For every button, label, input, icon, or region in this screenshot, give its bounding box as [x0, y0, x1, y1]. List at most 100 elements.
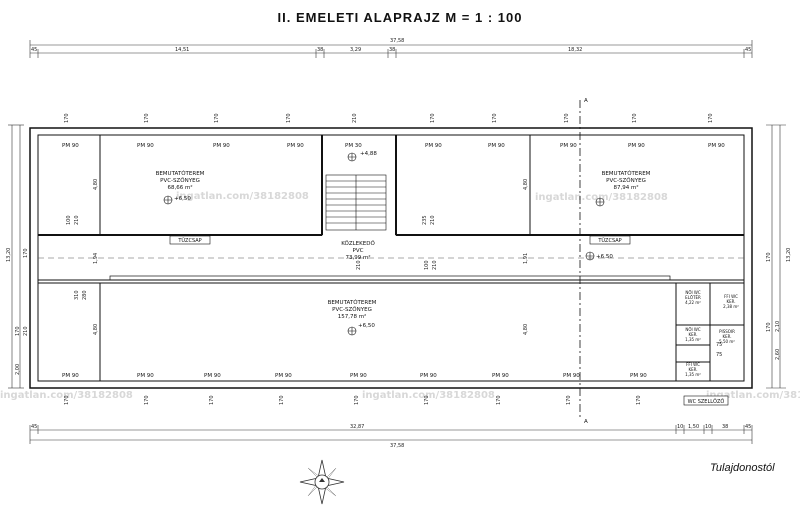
dim-room3-depth: 4,80	[93, 324, 99, 335]
fire-hydrant-left: TŰZCSAP	[169, 235, 211, 245]
svg-text:170: 170	[286, 113, 292, 123]
svg-text:PM 90: PM 90	[420, 373, 437, 379]
svg-text:KER.: KER.	[722, 334, 731, 339]
svg-text:FFI WC: FFI WC	[686, 362, 700, 367]
dim-bottom-f: 38	[722, 424, 728, 430]
svg-text:ELŐTÉR: ELŐTÉR	[685, 295, 701, 300]
dim-top-a: 45	[31, 47, 37, 53]
watermark: ingatlan.com/38182808	[362, 390, 495, 401]
stair-level: +4,88	[360, 151, 377, 157]
svg-text:4,22 m²: 4,22 m²	[685, 300, 701, 305]
dim-top-b: 14,51	[175, 47, 189, 53]
svg-text:FFI WC: FFI WC	[724, 294, 738, 299]
svg-text:1,35 m²: 1,35 m²	[685, 372, 701, 377]
dim-top-c: 38	[317, 47, 323, 53]
svg-text:PVC: PVC	[353, 248, 364, 254]
window-heights-bottom: 170 170 170 170 170 170 170 170 170	[64, 395, 642, 405]
section-mark-bottom: A	[584, 419, 588, 425]
dim-bottom-d: 1,50	[688, 424, 699, 430]
svg-text:1,35 m²: 1,35 m²	[685, 337, 701, 342]
svg-text:170: 170	[708, 113, 714, 123]
dim-left-total: 13,20	[6, 248, 12, 262]
svg-text:PM 90: PM 90	[628, 143, 645, 149]
svg-text:PM 90: PM 90	[287, 143, 304, 149]
svg-text:PM 90: PM 90	[425, 143, 442, 149]
svg-text:73,99 m²: 73,99 m²	[345, 254, 370, 261]
svg-text:170: 170	[64, 113, 70, 123]
svg-text:BEMUTATÓTEREM: BEMUTATÓTEREM	[328, 299, 377, 306]
tuzcsap-right-label: TŰZCSAP	[597, 237, 621, 244]
corridor-beam	[109, 275, 671, 281]
section-mark-top: A	[584, 98, 588, 104]
window-heights-top: 170 170 170 170 210 170 170 170 170 170	[64, 113, 714, 123]
svg-text:100: 100	[424, 260, 430, 270]
svg-text:PM 90: PM 90	[204, 373, 221, 379]
svg-text:210: 210	[74, 215, 80, 225]
svg-text:75: 75	[716, 352, 722, 358]
svg-text:PM 90: PM 90	[488, 143, 505, 149]
bottom-dimensions	[29, 425, 753, 444]
svg-text:170: 170	[424, 395, 430, 405]
svg-text:170: 170	[632, 113, 638, 123]
svg-text:170: 170	[64, 395, 70, 405]
svg-text:PISSOIR: PISSOIR	[719, 329, 735, 334]
svg-text:PM 90: PM 90	[560, 143, 577, 149]
svg-text:5,50 m²: 5,50 m²	[719, 339, 735, 344]
svg-text:100: 100	[66, 215, 72, 225]
level-markers	[163, 152, 605, 336]
wc-vent-label: WC SZELLŐZŐ	[688, 398, 725, 405]
room-1-label: BEMUTATÓTEREM PVC-SZŐNYEG 68,66 m² +6,50	[156, 170, 205, 202]
dim-bottom-b: 32,87	[350, 424, 364, 430]
dim-right-c: 170	[766, 322, 772, 332]
svg-text:210: 210	[430, 215, 436, 225]
watermark: ingatlan.com/38182808	[0, 390, 133, 401]
svg-text:170: 170	[564, 113, 570, 123]
room-3-label: BEMUTATÓTEREM PVC-SZŐNYEG 157,78 m² +6,5…	[328, 299, 377, 329]
dim-corridor-right: 1,91	[523, 253, 529, 264]
dim-top-e: 38	[389, 47, 395, 53]
dim-right-total: 13,20	[786, 248, 792, 262]
svg-text:PM 90: PM 90	[350, 373, 367, 379]
svg-text:PM 90: PM 90	[708, 143, 725, 149]
dim-bottom-g: 45	[745, 424, 751, 430]
left-dimensions	[8, 124, 24, 389]
svg-text:210: 210	[432, 260, 438, 270]
dim-corridor-left: 1,94	[93, 253, 99, 264]
svg-text:PM 90: PM 90	[275, 373, 292, 379]
svg-text:PM 90: PM 90	[62, 143, 79, 149]
svg-text:KÖZLEKEDŐ: KÖZLEKEDŐ	[341, 240, 375, 247]
top-dimensions	[29, 40, 753, 58]
watermark: ingatlan.com/38182808	[706, 390, 800, 401]
page-title: II. EMELETI ALAPRAJZ M = 1 : 100	[277, 10, 523, 25]
svg-text:BEMUTATÓTEREM: BEMUTATÓTEREM	[602, 170, 651, 177]
dim-left-d: 2,00	[15, 364, 21, 375]
svg-text:170: 170	[492, 113, 498, 123]
svg-text:170: 170	[636, 395, 642, 405]
svg-text:PVC-SZŐNYEG: PVC-SZŐNYEG	[160, 177, 200, 184]
door-labels: 100 210 235 210 310 280 210 100 210 75 7…	[66, 215, 722, 358]
dim-bottom-e: 10	[705, 424, 711, 430]
svg-text:170: 170	[354, 395, 360, 405]
svg-text:170: 170	[214, 113, 220, 123]
svg-text:PVC-SZŐNYEG: PVC-SZŐNYEG	[332, 306, 372, 313]
dim-top-g: 45	[745, 47, 751, 53]
svg-text:+6,50: +6,50	[358, 323, 375, 329]
dim-right-b: 2,10	[775, 321, 781, 332]
svg-text:PM 30: PM 30	[345, 143, 362, 149]
window-labels-bottom: PM 90 PM 90 PM 90 PM 90 PM 90 PM 90 PM 9…	[62, 373, 647, 379]
svg-text:BEMUTATÓTEREM: BEMUTATÓTEREM	[156, 170, 205, 177]
dim-room3-depth-2: 4,80	[523, 324, 529, 335]
dim-room1-depth: 4,80	[93, 179, 99, 190]
svg-text:75: 75	[716, 342, 722, 348]
dim-right-a: 170	[766, 252, 772, 262]
svg-text:PM 90: PM 90	[213, 143, 230, 149]
svg-text:PM 90: PM 90	[630, 373, 647, 379]
svg-text:KER.: KER.	[688, 332, 697, 337]
svg-text:210: 210	[356, 260, 362, 270]
dim-left-b: 210	[23, 326, 29, 336]
right-dimensions	[766, 124, 786, 389]
wc-block-labels: NŐI WC ELŐTÉR 4,22 m² FFI WC KER. 2,38 m…	[685, 290, 739, 377]
svg-text:NŐI WC: NŐI WC	[685, 290, 701, 295]
svg-text:PM 90: PM 90	[137, 373, 154, 379]
